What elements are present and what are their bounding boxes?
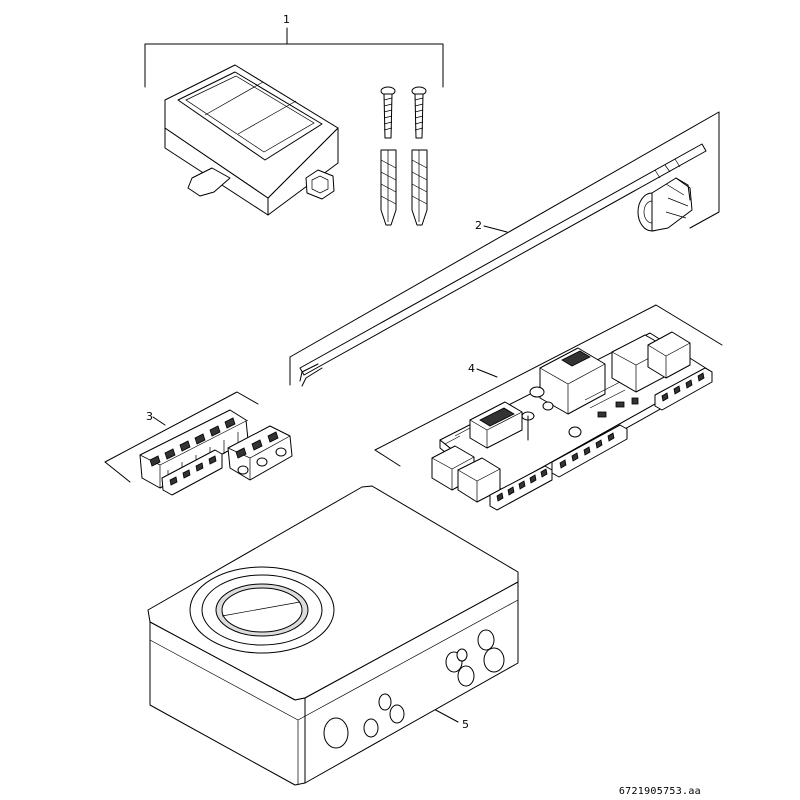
part-3-number: 3 <box>146 410 153 423</box>
part-3-leader <box>152 416 166 426</box>
part-2-number: 2 <box>475 219 482 232</box>
part-2-bracket <box>289 111 720 386</box>
circuit-board <box>431 331 713 511</box>
part-2-leader <box>483 225 508 233</box>
part-1-bracket <box>144 27 444 88</box>
part-4-leader <box>476 368 498 378</box>
part-1-number: 1 <box>283 13 290 26</box>
part-5-leader <box>431 707 459 723</box>
terminal-plug-group-large <box>139 409 249 496</box>
base-enclosure <box>147 485 519 786</box>
sensor-cable <box>299 143 707 376</box>
part-4-group: 4 <box>374 304 723 511</box>
part-3-bracket <box>104 391 259 483</box>
sensor-housing <box>164 64 339 216</box>
part-3-group: 3 <box>104 391 293 496</box>
terminal-plug-group-small <box>227 425 293 481</box>
part-4-number: 4 <box>468 362 475 375</box>
cable-gland <box>637 177 693 232</box>
wall-plugs <box>380 149 428 226</box>
part-5-group: 5 <box>147 485 519 786</box>
part-1-group: 1 <box>144 13 444 226</box>
part-5-number: 5 <box>462 718 469 731</box>
mounting-screws <box>380 86 427 139</box>
cable-wire-end <box>299 363 319 382</box>
part-2-group: 2 <box>289 111 720 387</box>
part-4-bracket <box>374 304 723 467</box>
drawing-reference-number: 6721905753.aa <box>619 786 701 797</box>
